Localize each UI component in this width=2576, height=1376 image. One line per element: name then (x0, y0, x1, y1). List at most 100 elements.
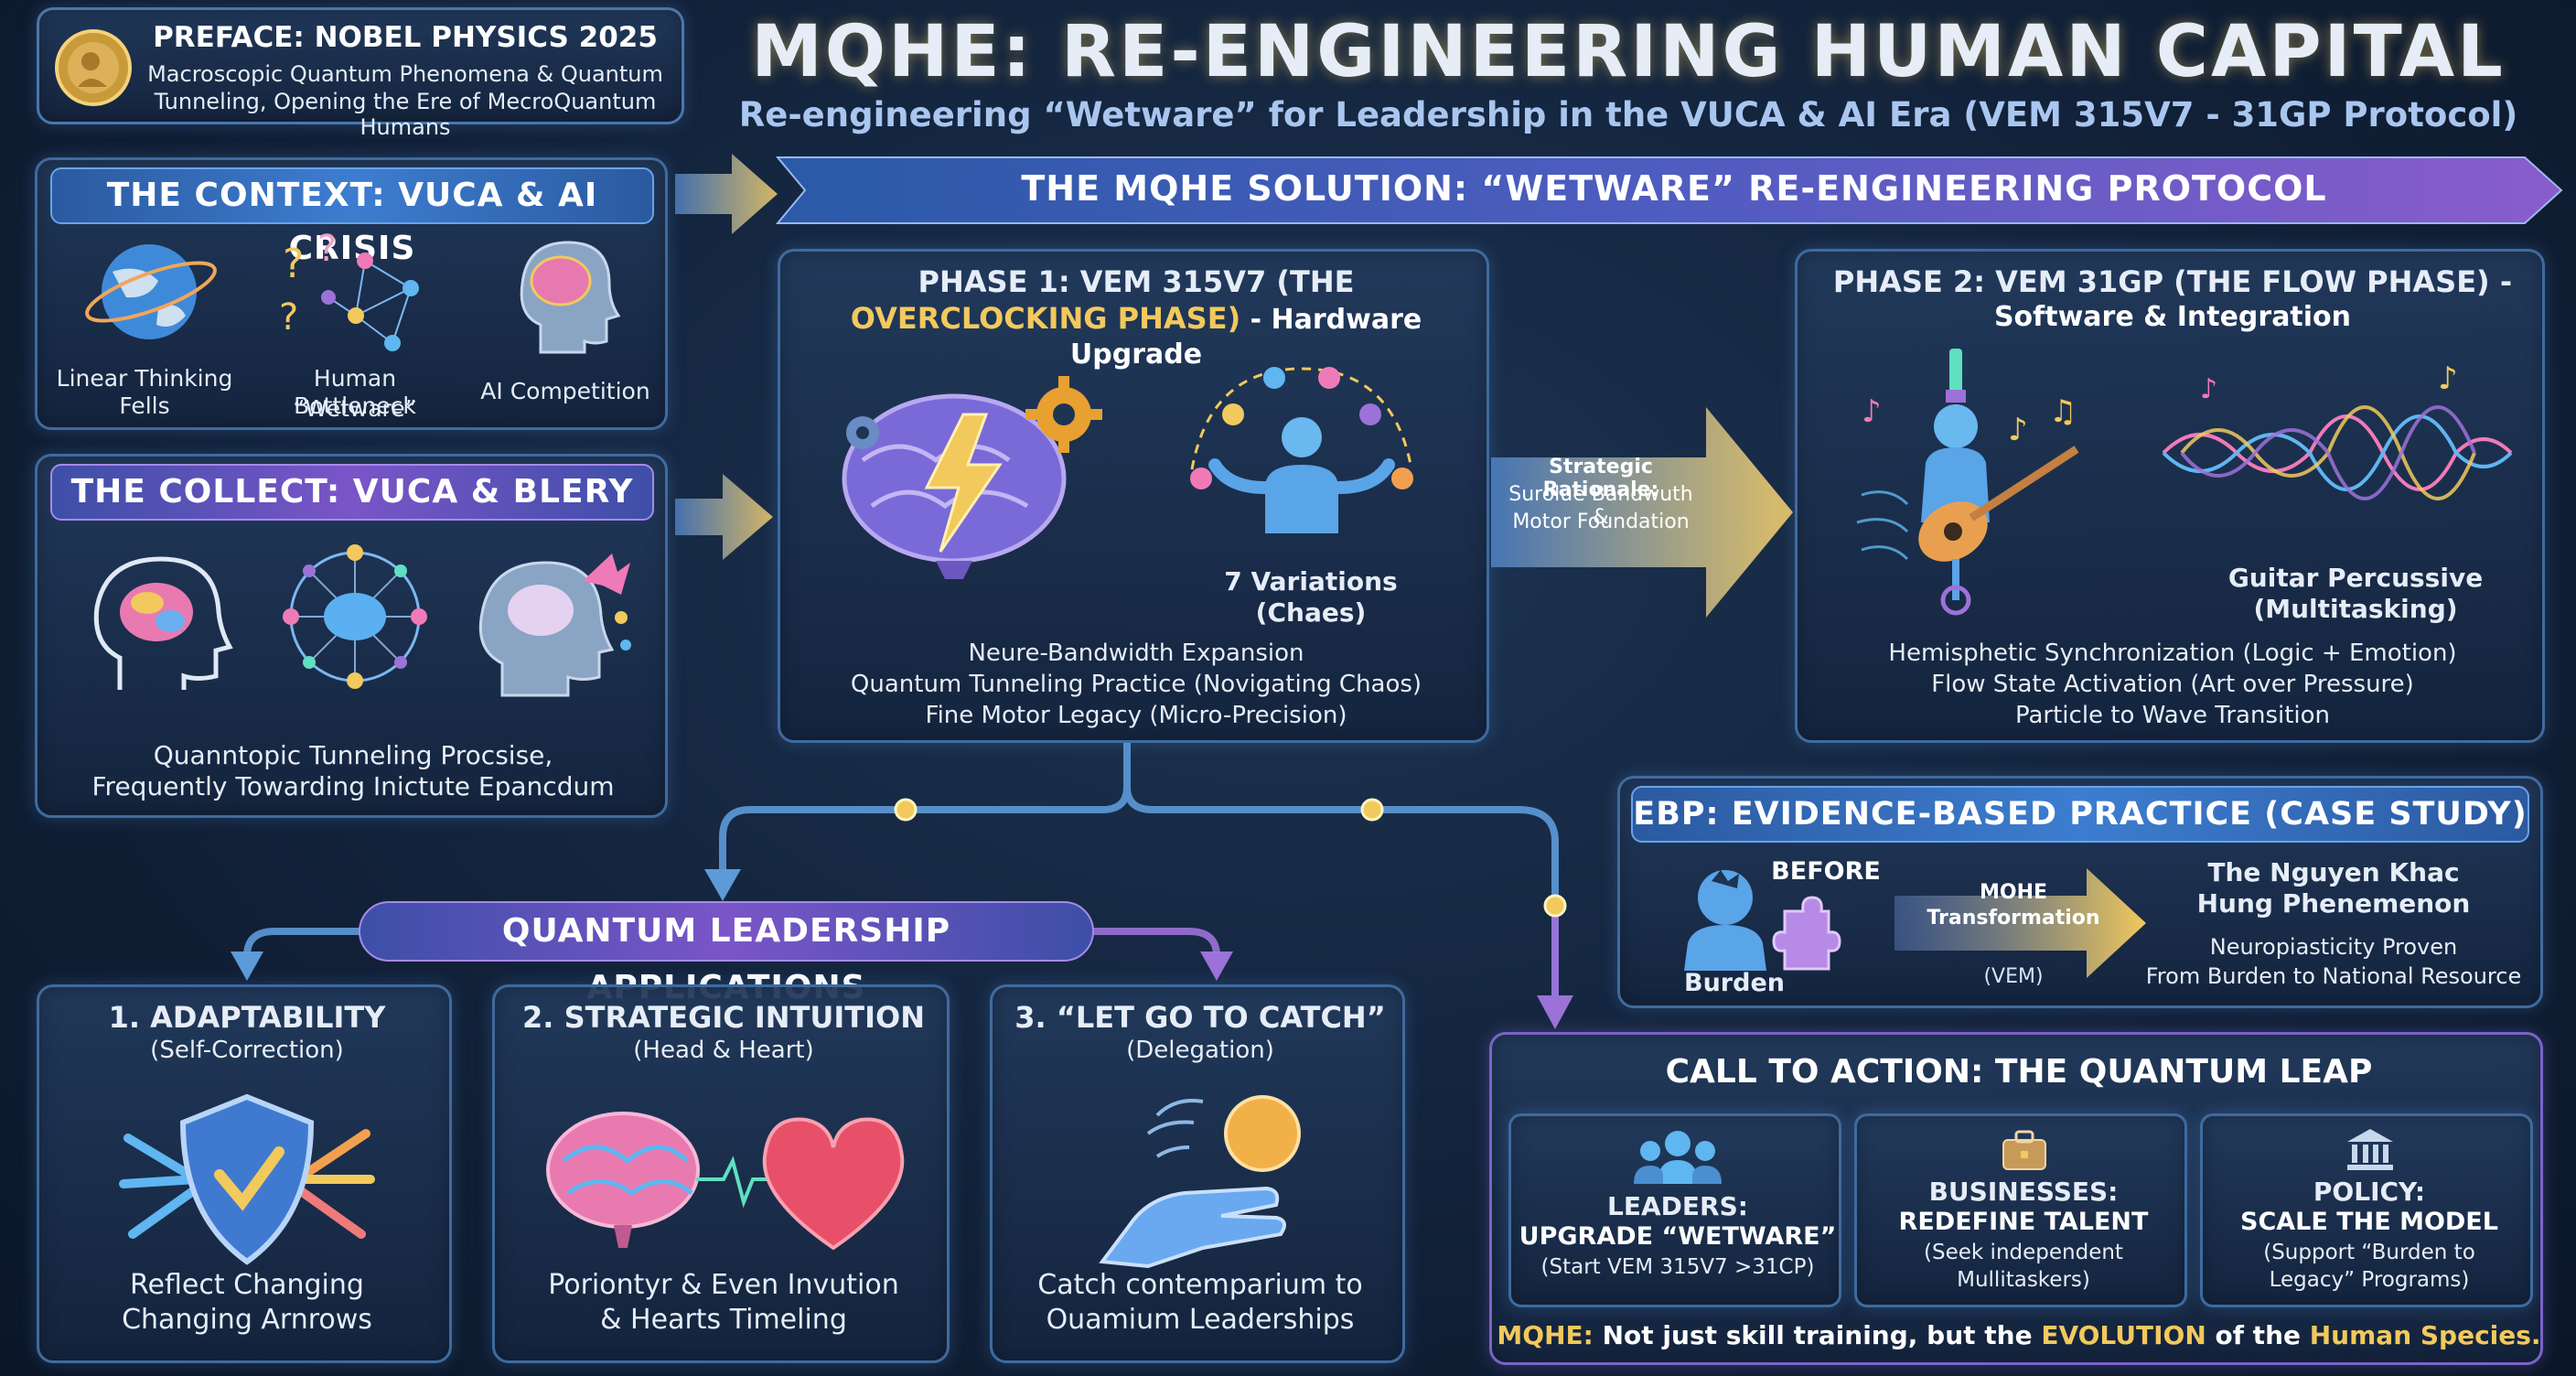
phase2-point-2: Flow State Activation (Art over Pressure… (1931, 671, 2414, 698)
main-subtitle: Re-engineering “Wetware” for Leadership … (738, 95, 2518, 134)
ebp-transform-line-3: (VEM) (1983, 965, 2044, 988)
app-card-2-sub: (Head & Heart) (633, 1037, 814, 1064)
cta-card-2-head-1: BUSINESSES: (1928, 1177, 2119, 1207)
rationale-line-2: Surolue Bandwuth & (1508, 483, 1693, 529)
context-panel: THE CONTEXT: VUCA & AI CRISIS Linear Thi… (35, 157, 668, 430)
rationale-line-1: Strategic Rationale: (1542, 456, 1659, 501)
brain-head-icon (93, 556, 233, 690)
preface-panel: PREFACE: NOBEL PHYSICS 2025 Macroscopic … (37, 7, 684, 140)
government-building-icon (2347, 1129, 2393, 1170)
phase1-title-line-2: OVERCLOCKING PHASE) - Hardware Upgrade (789, 301, 1483, 371)
phase1-point-3: Fine Motor Legacy (Micro-Precision) (925, 702, 1347, 729)
rationale-line-3: Motor Foundation (1512, 511, 1690, 533)
collect-line-1: Quanntopic Tunneling Procsise, (153, 740, 553, 770)
app-card-3-line-1: Catch contemparium to (1037, 1269, 1363, 1301)
cta-title: CALL TO ACTION: THE QUANTUM LEAP (1665, 1053, 2373, 1091)
phase2-guitar-line-2: (Multitasking) (2253, 594, 2458, 624)
phase1-title-suffix: - Hardware Upgrade (1069, 304, 1422, 371)
collect-panel: THE COLLECT: VUCA & BLERY Quanntopic Tun… (35, 454, 668, 818)
tree-arrowhead-left (704, 869, 741, 901)
group-people-icon (1634, 1131, 1722, 1184)
app-card-adaptability: 1. ADAPTABILITY (Self-Correction) Reflec… (37, 984, 452, 1363)
nobel-medal-icon (55, 29, 132, 106)
context-header: THE CONTEXT: VUCA & AI CRISIS (50, 167, 654, 267)
phase1-point-2: Quantum Tunneling Practice (Novigating C… (850, 671, 1422, 698)
cta-card-1-line-1: (Start VEM 315V7 >31CP) (1540, 1255, 1815, 1279)
phase2-guitar-line-1: Guitar Percussive (2227, 563, 2484, 593)
cta-card-leaders: LEADERS: UPGRADE “WETWARE” (Start VEM 31… (1508, 1113, 1841, 1307)
collect-header: THE COLLECT: VUCA & BLERY (50, 464, 654, 521)
cta-card-policy: POLICY: SCALE THE MODEL (Support “Burden… (2200, 1113, 2533, 1307)
cta-card-businesses: BUSINESSES: REDEFINE TALENT (Seek indepe… (1854, 1113, 2187, 1307)
tree-node-1 (894, 798, 918, 822)
solution-banner: THE MQHE SOLUTION: “WETWARE” RE-ENGINEER… (1021, 168, 2327, 209)
briefcase-icon (2002, 1130, 2046, 1170)
ebp-header: EBP: EVIDENCE-BASED PRACTICE (CASE STUDY… (1631, 786, 2529, 843)
svg-text:?: ? (317, 228, 337, 270)
svg-text:♪: ♪ (2438, 360, 2458, 397)
cta-footer: MQHE: Not just skill training, but the E… (1496, 1320, 2542, 1350)
svg-text:♫: ♫ (2049, 393, 2077, 430)
solution-banner-shape (775, 156, 2563, 224)
juggler-icon (1190, 367, 1413, 533)
context-item-2-line-2: Bottleneck (294, 392, 416, 419)
ebp-transform-line-2: Transformation (1927, 907, 2100, 930)
cta-card-2-line-1: (Seek independent (1924, 1241, 2123, 1264)
shield-arrows-icon (119, 1093, 375, 1265)
app-card-let-go: 3. “LET GO TO CATCH” (Delegation) Catch … (990, 984, 1405, 1363)
cta-footer-a: MQHE: (1497, 1320, 1594, 1350)
phase1-juggle-line-2: (Chaes) (1255, 597, 1367, 628)
phase2-point-3: Particle to Wave Transition (2014, 702, 2331, 729)
phase1-title-phase: OVERCLOCKING PHASE) (850, 301, 1241, 336)
phase1-point-1: Neure-Bandwidth Expansion (968, 640, 1304, 667)
app-card-3-title: 3. “LET GO TO CATCH” (1014, 1000, 1386, 1035)
apps-branch-left (243, 928, 366, 957)
cta-footer-b: Not just skill training, but the (1593, 1320, 2042, 1350)
context-item-1-line-2: Fells (119, 392, 170, 419)
context-item-3-line-1: AI Competition (480, 378, 650, 404)
context-item-1-line-1: Linear Thinking (56, 365, 233, 392)
app-card-2-line-2: & Hearts Timeling (600, 1304, 847, 1336)
preface-line-1: Macroscopic Quantum Phenomena & Quantum (147, 61, 663, 87)
apps-arrowhead-left (231, 951, 263, 981)
ebp-before-label: BEFORE (1771, 857, 1881, 886)
svg-text:♪: ♪ (1862, 393, 1882, 430)
tree-branch-right (1123, 786, 1559, 997)
cta-panel: CALL TO ACTION: THE QUANTUM LEAP LEADERS… (1489, 1032, 2543, 1365)
app-card-3-sub: (Delegation) (1126, 1037, 1274, 1064)
app-card-3-line-2: Ouamium Leaderships (1046, 1304, 1355, 1336)
phase2-title-line-2: Software & Integration (1993, 301, 2352, 333)
cta-footer-e: Human Species. (2309, 1320, 2541, 1350)
ebp-name-line-1: The Nguyen Khac (2207, 857, 2460, 887)
rationale-arrow (1491, 407, 1793, 618)
app-card-1-sub: (Self-Correction) (150, 1037, 344, 1064)
app-card-2-line-1: Poriontyr & Even Invution (548, 1269, 899, 1301)
phase1-juggle-line-1: 7 Variations (1224, 566, 1398, 597)
phase1-panel: PHASE 1: VEM 315V7 (THE OVERCLOCKING PHA… (778, 249, 1489, 743)
ebp-result-line-2: From Burden to National Resource (2145, 963, 2522, 989)
sound-wave-icon: ♪ ♪ (2162, 360, 2513, 500)
cta-card-2-line-2: Mullitaskers) (1957, 1268, 2090, 1292)
cta-card-2-head-2: REDEFINE TALENT (1898, 1208, 2149, 1236)
cta-card-1-head-1: LEADERS: (1607, 1191, 1748, 1221)
catching-hand-icon (1099, 1095, 1301, 1269)
ebp-panel: EBP: EVIDENCE-BASED PRACTICE (CASE STUDY… (1617, 776, 2543, 1008)
cta-footer-c: EVOLUTION (2041, 1320, 2206, 1350)
app-card-1-title: 1. ADAPTABILITY (108, 1000, 386, 1035)
phase2-point-1: Hemisphetic Synchronization (Logic + Emo… (1888, 640, 2457, 667)
cta-card-3-head-1: POLICY: (2313, 1177, 2426, 1207)
preface-line-2: Tunneling, Opening the Ere of MecroQuant… (154, 89, 657, 140)
context-item-2-line-1: Human “Wetware” (293, 365, 417, 422)
cta-card-1-head-2: UPGRADE “WETWARE” (1519, 1222, 1837, 1251)
phase2-panel: PHASE 2: VEM 31GP (THE FLOW PHASE) - Sof… (1795, 249, 2545, 743)
app-card-2-title: 2. STRATEGIC INTUITION (522, 1000, 925, 1035)
tree-trunk (719, 741, 1131, 874)
app-card-strategic-intuition: 2. STRATEGIC INTUITION (Head & Heart) Po… (492, 984, 950, 1363)
svg-text:♪: ♪ (2008, 412, 2028, 448)
ebp-result-line-1: Neuropiasticity Proven (2209, 934, 2458, 960)
neural-network-brain-icon (283, 544, 427, 689)
cta-card-3-line-2: Legacy” Programs) (2269, 1268, 2470, 1292)
svg-text:♪: ♪ (2200, 373, 2217, 405)
app-card-1-line-2: Changing Arnrows (122, 1304, 372, 1336)
